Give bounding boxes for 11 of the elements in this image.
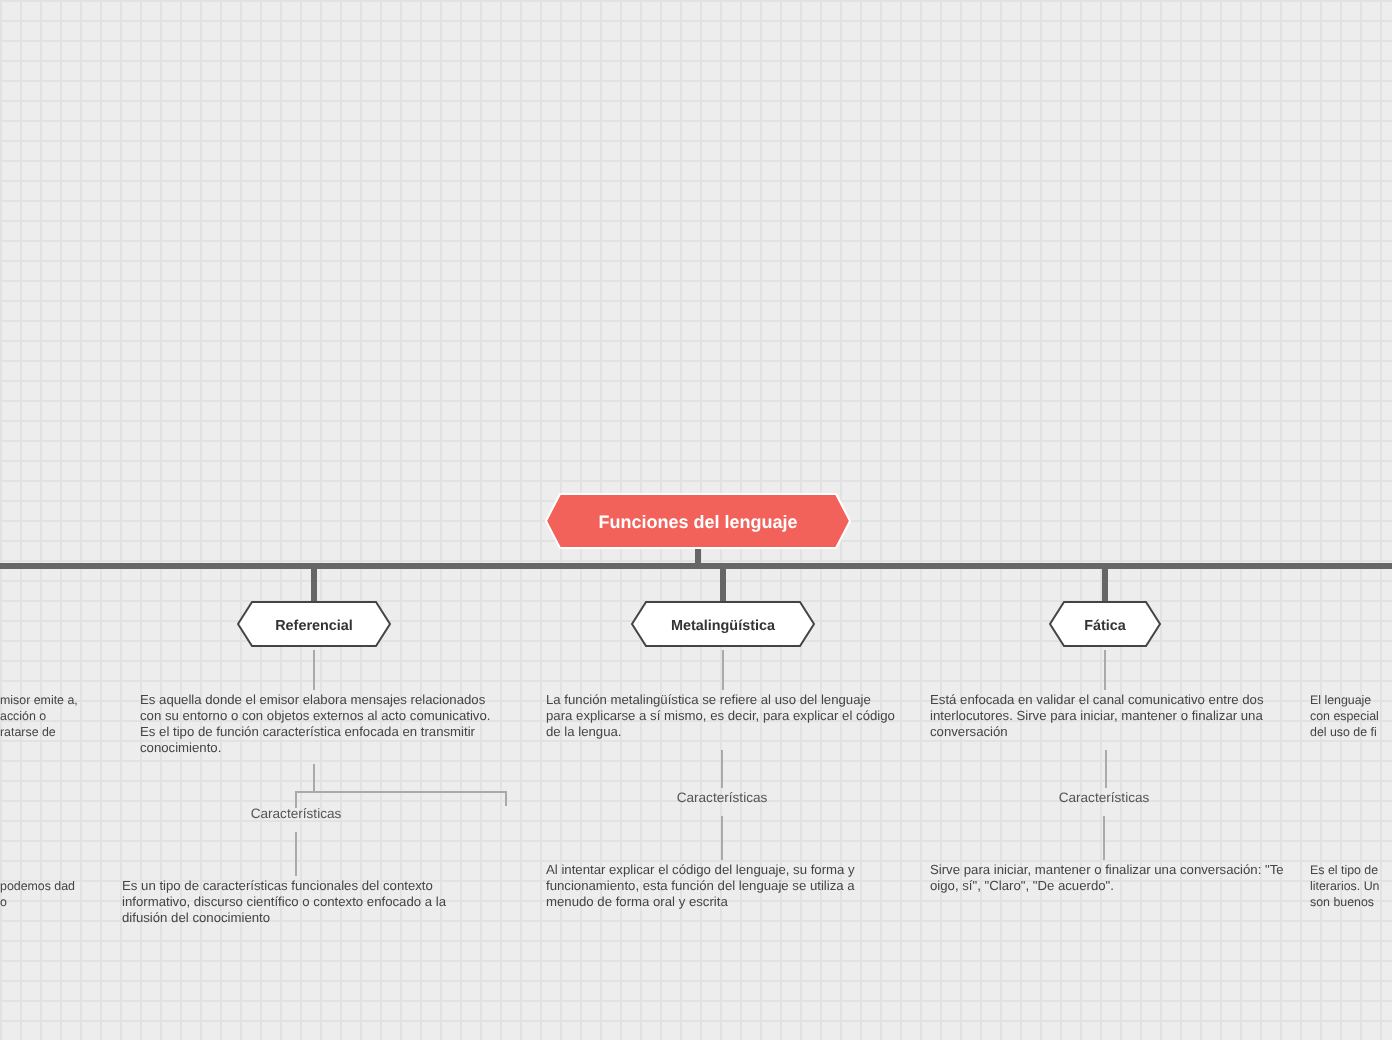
connector-line <box>295 831 297 877</box>
branch-line <box>695 548 1392 569</box>
connector-line <box>313 763 507 807</box>
connector-line <box>1104 649 1106 691</box>
connector-line <box>1105 749 1107 789</box>
connector-line <box>1103 815 1105 861</box>
connector-line <box>722 649 724 691</box>
connector-line <box>313 649 315 691</box>
topic-title: Funciones del lenguaje <box>598 511 798 531</box>
connector-line <box>721 815 723 861</box>
connector-line <box>721 749 723 789</box>
